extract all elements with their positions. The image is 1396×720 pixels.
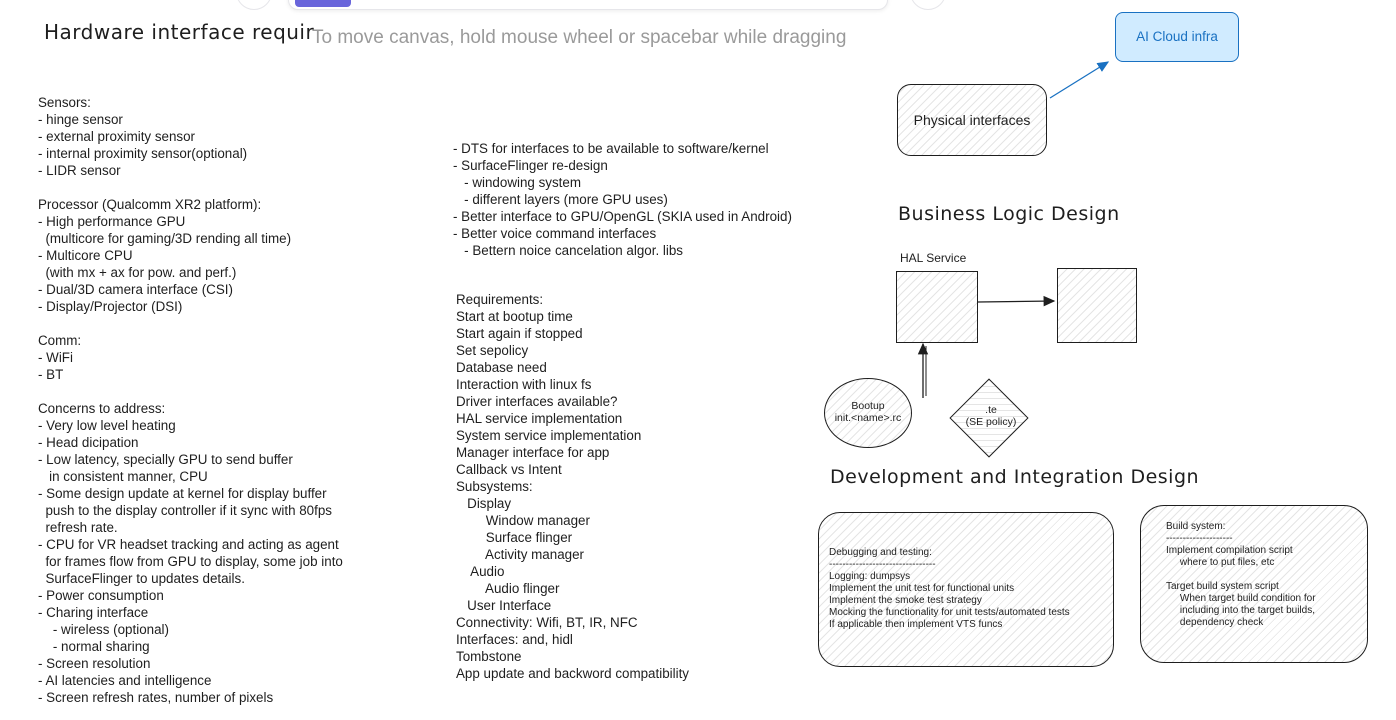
left-text-line: - internal proximity sensor(optional) <box>38 146 248 161</box>
left-text-line: - Charing interface <box>38 605 149 620</box>
requirement-line: Start again if stopped <box>456 326 583 341</box>
requirement-line: Subsystems: <box>456 479 533 494</box>
left-text-line: - AI latencies and intelligence <box>38 673 212 688</box>
hal-service-label[interactable]: HAL Service <box>900 251 967 265</box>
left-text-line: - Display/Projector (DSI) <box>38 299 183 314</box>
ai-cloud-label: AI Cloud infra <box>1136 29 1218 44</box>
requirement-line: Display <box>456 496 512 511</box>
requirement-line: Requirements: <box>456 292 544 307</box>
requirement-line: Connectivity: Wifi, BT, IR, NFC <box>456 615 638 630</box>
left-text-line: - normal sharing <box>38 639 150 654</box>
left-text-line: (with mx + ax for pow. and perf.) <box>38 265 237 280</box>
middle-text-line: - Better interface to GPU/OpenGL (SKIA u… <box>453 209 792 224</box>
requirement-line: Activity manager <box>456 547 585 562</box>
left-text-line: Comm: <box>38 333 82 348</box>
left-text-line: - Screen refresh rates, number of pixels <box>38 690 274 705</box>
left-text-line: Processor (Qualcomm XR2 platform): <box>38 197 262 212</box>
left-text-line: - external proximity sensor <box>38 129 196 144</box>
requirement-line: User Interface <box>456 598 552 613</box>
hal-service-box[interactable] <box>896 271 978 343</box>
left-text-line: - Low latency, specially GPU to send buf… <box>38 452 293 467</box>
middle-text-line: - Better voice command interfaces <box>453 226 657 241</box>
requirement-line: Database need <box>456 360 547 375</box>
business-logic-heading[interactable]: Business Logic Design <box>898 203 1120 225</box>
physical-interfaces-label: Physical interfaces <box>913 112 1031 128</box>
debugging-testing-text: Debugging and testing: -----------------… <box>829 547 1070 630</box>
left-text-line: - BT <box>38 367 64 382</box>
left-text-line: SurfaceFlinger to updates details. <box>38 571 245 586</box>
requirement-line: Audio <box>456 564 505 579</box>
requirement-line: Audio flinger <box>456 581 560 596</box>
cloud-arrow <box>1049 61 1110 99</box>
requirement-line: Interfaces: and, hidl <box>456 632 573 647</box>
software-changes-text[interactable]: - DTS for interfaces to be available to … <box>453 140 792 259</box>
middle-text-line: - DTS for interfaces to be available to … <box>453 141 769 156</box>
requirement-line: Callback vs Intent <box>456 462 562 477</box>
hal-output-arrow <box>977 295 1056 307</box>
left-text-line: - High performance GPU <box>38 214 186 229</box>
left-text-line: - Screen resolution <box>38 656 151 671</box>
left-text-line: - wireless (optional) <box>38 622 169 637</box>
left-text-line: - Some design update at kernel for displ… <box>38 486 327 501</box>
middle-text-line: - Bettern noice cancelation algor. libs <box>453 243 684 258</box>
requirement-line: HAL service implementation <box>456 411 623 426</box>
active-tool-indicator[interactable] <box>295 0 351 7</box>
requirement-line: Set sepolicy <box>456 343 529 358</box>
middle-text-line: - different layers (more GPU uses) <box>453 192 668 207</box>
requirement-line: Start at bootup time <box>456 309 573 324</box>
build-system-node[interactable]: Build system: -------------------- Imple… <box>1140 505 1368 663</box>
bootup-label: Bootup init.<name>.rc <box>834 400 902 424</box>
left-text-line: - LIDR sensor <box>38 163 121 178</box>
canvas-title[interactable]: Hardware interface requir <box>44 20 315 44</box>
left-text-line: Sensors: <box>38 95 91 110</box>
left-text-line: Concerns to address: <box>38 401 166 416</box>
bootup-node[interactable]: Bootup init.<name>.rc <box>824 378 912 448</box>
hardware-requirements-text[interactable]: Sensors: - hinge sensor - external proximi… <box>38 94 343 706</box>
requirement-line: Interaction with linux fs <box>456 377 592 392</box>
left-text-line: - Head dicipation <box>38 435 139 450</box>
build-system-text: Build system: -------------------- Imple… <box>1166 521 1316 628</box>
left-text-line: - hinge sensor <box>38 112 123 127</box>
requirement-line: System service implementation <box>456 428 642 443</box>
te-policy-label: .te (SE policy) <box>965 404 1017 428</box>
left-text-line: refresh rate. <box>38 520 118 535</box>
left-text-line: in consistent manner, CPU <box>38 469 208 484</box>
requirement-line: Window manager <box>456 513 590 528</box>
left-text-line: - Power consumption <box>38 588 164 603</box>
left-text-line: for frames flow from GPU to display, som… <box>38 554 343 569</box>
canvas-hint: To move canvas, hold mouse wheel or spac… <box>312 27 847 48</box>
requirement-line: Driver interfaces available? <box>456 394 618 409</box>
left-text-line: (multicore for gaming/3D rending all tim… <box>38 231 292 246</box>
left-text-line: - CPU for VR headset tracking and acting… <box>38 537 339 552</box>
left-text-line: - Dual/3D camera interface (CSI) <box>38 282 233 297</box>
requirement-line: Tombstone <box>456 649 522 664</box>
downstream-box[interactable] <box>1057 268 1137 343</box>
left-text-line: - WiFi <box>38 350 73 365</box>
physical-interfaces-node[interactable]: Physical interfaces <box>897 84 1047 156</box>
middle-text-line: - SurfaceFlinger re-design <box>453 158 608 173</box>
dev-integration-heading[interactable]: Development and Integration Design <box>830 466 1200 488</box>
debugging-testing-node[interactable]: Debugging and testing: -----------------… <box>818 512 1114 667</box>
left-text-line: - Multicore CPU <box>38 248 133 263</box>
ai-cloud-node[interactable]: AI Cloud infra <box>1115 12 1239 62</box>
requirement-line: Manager interface for app <box>456 445 610 460</box>
requirement-line: Surface flinger <box>456 530 573 545</box>
left-text-line: push to the display controller if it syn… <box>38 503 332 518</box>
left-text-line: - Very low level heating <box>38 418 176 433</box>
requirement-line: App update and backword compatibility <box>456 666 689 681</box>
middle-text-line: - windowing system <box>453 175 581 190</box>
